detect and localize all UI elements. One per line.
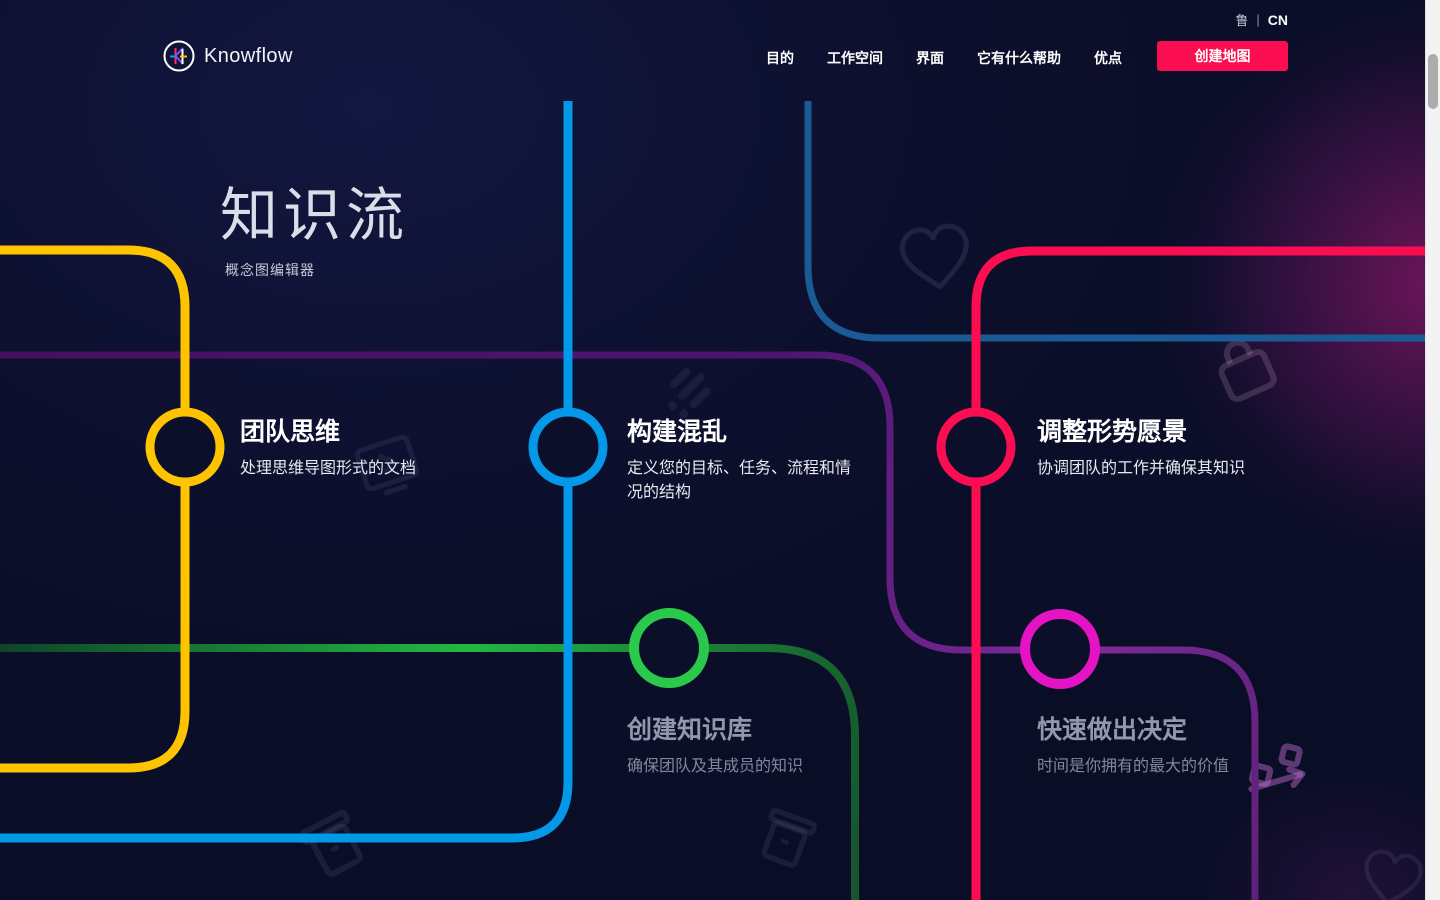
station-node-decisions <box>1020 609 1100 689</box>
crimson-line <box>971 246 1426 900</box>
language-divider: | <box>1256 12 1260 27</box>
nav-item-how-it-helps[interactable]: 它有什么帮助 <box>977 50 1061 66</box>
nav-item-interface[interactable]: 界面 <box>916 50 944 66</box>
feature-align-vision: 调整形势愿景 协调团队的工作并确保其知识 <box>1037 412 1297 481</box>
feature-knowledge-base: 创建知识库 确保团队及其成员的知识 <box>627 710 867 779</box>
feature-title: 调整形势愿景 <box>1037 418 1188 446</box>
station-node-team <box>145 407 225 487</box>
nav-item-advantages[interactable]: 优点 <box>1094 50 1122 66</box>
feature-desc: 时间是你拥有的最大的价值 <box>1037 758 1230 775</box>
feature-title: 快速做出决定 <box>1037 716 1188 744</box>
yellow-line <box>0 245 190 773</box>
create-map-button[interactable]: 创建地图 <box>1157 41 1288 71</box>
pattern-icon <box>667 367 711 419</box>
nav-item-workspace[interactable]: 工作空间 <box>827 50 883 66</box>
language-option-cn[interactable]: CN <box>1267 11 1288 28</box>
trash-icon <box>761 807 818 868</box>
feature-desc: 确保团队及其成员的知识 <box>627 758 804 775</box>
page-subtitle: 概念图编辑器 <box>225 262 315 278</box>
feature-title: 团队思维 <box>240 418 341 446</box>
feature-title: 构建混乱 <box>627 418 728 446</box>
station-node-structure <box>528 407 608 487</box>
feature-desc: 处理思维导图形式的文档 <box>240 460 417 477</box>
heart-icon <box>1364 849 1423 900</box>
feature-fast-decisions: 快速做出决定 时间是你拥有的最大的价值 <box>1037 710 1297 779</box>
scrollbar-thumb[interactable] <box>1428 54 1438 109</box>
feature-structure-chaos: 构建混乱 定义您的目标、任务、流程和情况的结构 <box>627 412 863 505</box>
feature-desc: 协调团队的工作并确保其知识 <box>1037 460 1246 477</box>
station-node-vision <box>936 407 1016 487</box>
feature-team-thinking: 团队思维 处理思维导图形式的文档 <box>240 412 460 481</box>
picture-icon <box>354 434 420 496</box>
purple-line <box>0 351 1259 900</box>
station-node-knowledge <box>629 608 709 688</box>
knowflow-kf-monogram-icon <box>163 40 195 72</box>
blue-line <box>0 101 573 843</box>
green-line <box>0 644 859 900</box>
page-title: 知识流 <box>220 183 410 248</box>
brand-name: Knowflow <box>204 44 293 67</box>
trash-icon <box>299 809 363 877</box>
language-option-primary[interactable]: 鲁 <box>1235 13 1249 28</box>
feature-desc: 定义您的目标、任务、流程和情况的结构 <box>627 460 852 501</box>
language-switcher: 鲁 | CN <box>1188 10 1288 29</box>
knowflow-logo[interactable]: Knowflow <box>163 40 293 72</box>
steel-blue-line <box>804 101 1426 342</box>
feature-title: 创建知识库 <box>627 716 753 744</box>
nav-item-purpose[interactable]: 目的 <box>766 50 794 66</box>
main-nav: 目的 工作空间 界面 它有什么帮助 优点 <box>766 48 1122 68</box>
vertical-scrollbar[interactable] <box>1425 0 1440 900</box>
heart-icon <box>899 223 969 290</box>
lock-icon <box>1218 339 1277 403</box>
